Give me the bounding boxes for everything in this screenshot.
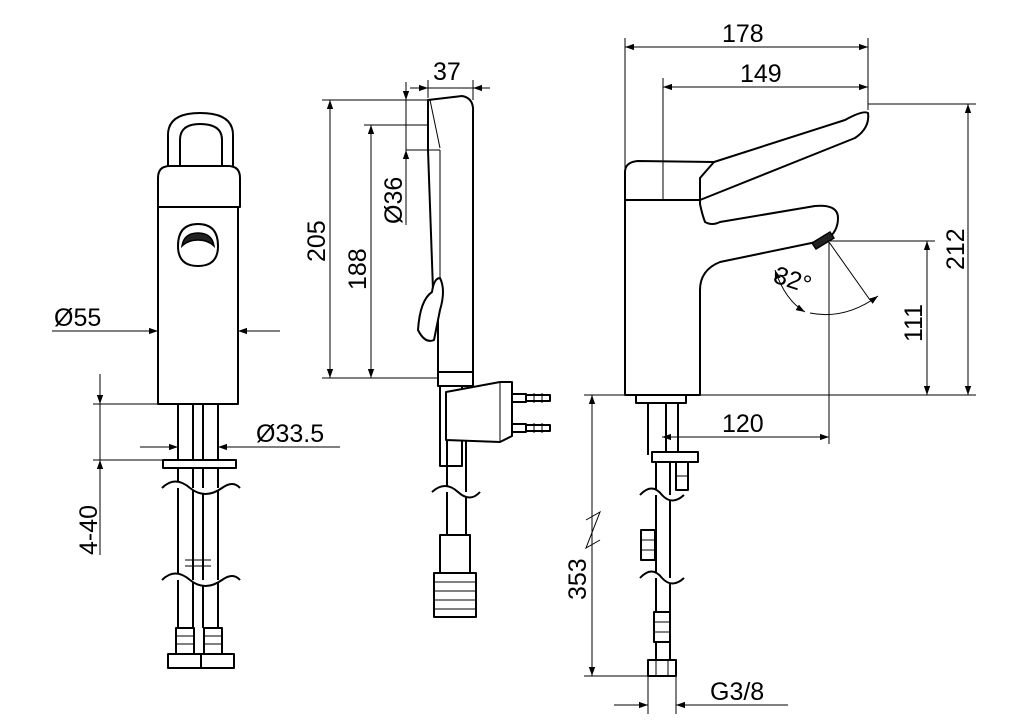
dim-width-120: 120 (722, 410, 764, 438)
dim-angle-32: 32° (770, 261, 815, 299)
dim-diameter-33-5: Ø33.5 (256, 420, 324, 448)
front-view: Ø55 Ø33.5 4-40 (52, 112, 340, 669)
side-lever (417, 277, 444, 342)
hose-nut-right (200, 653, 235, 669)
cable-plug (439, 534, 471, 574)
profile-lever (624, 160, 715, 201)
dim-range-4-40: 4-40 (75, 505, 103, 555)
solenoid-box (445, 381, 513, 443)
dim-diameter-36: Ø36 (380, 177, 408, 224)
dim-height-353: 353 (564, 558, 592, 600)
dim-height-188: 188 (344, 248, 372, 290)
dim-width-149: 149 (740, 60, 782, 88)
lever-loop (167, 112, 234, 173)
profile-view: 178 149 212 111 32° 120 353 (564, 20, 976, 714)
spout-nozzle (810, 230, 836, 251)
dim-height-205: 205 (303, 220, 331, 262)
profile-body (624, 111, 870, 396)
sensor-window (177, 223, 219, 267)
dim-height-212: 212 (942, 228, 970, 270)
dim-height-111: 111 (900, 304, 928, 342)
sensor-lens (180, 232, 216, 249)
dim-diameter-55: Ø55 (54, 304, 101, 332)
dim-width-37: 37 (433, 58, 461, 86)
dim-width-178: 178 (722, 20, 764, 48)
mixer-cap (157, 165, 241, 208)
mounting-washer (162, 459, 237, 469)
profile-washer (651, 451, 699, 463)
dim-thread-g3-8: G3/8 (710, 678, 764, 706)
side-view: 37 205 188 Ø36 (303, 58, 551, 618)
profile-hose-nut (647, 659, 677, 677)
hose-nut-left (167, 653, 202, 669)
